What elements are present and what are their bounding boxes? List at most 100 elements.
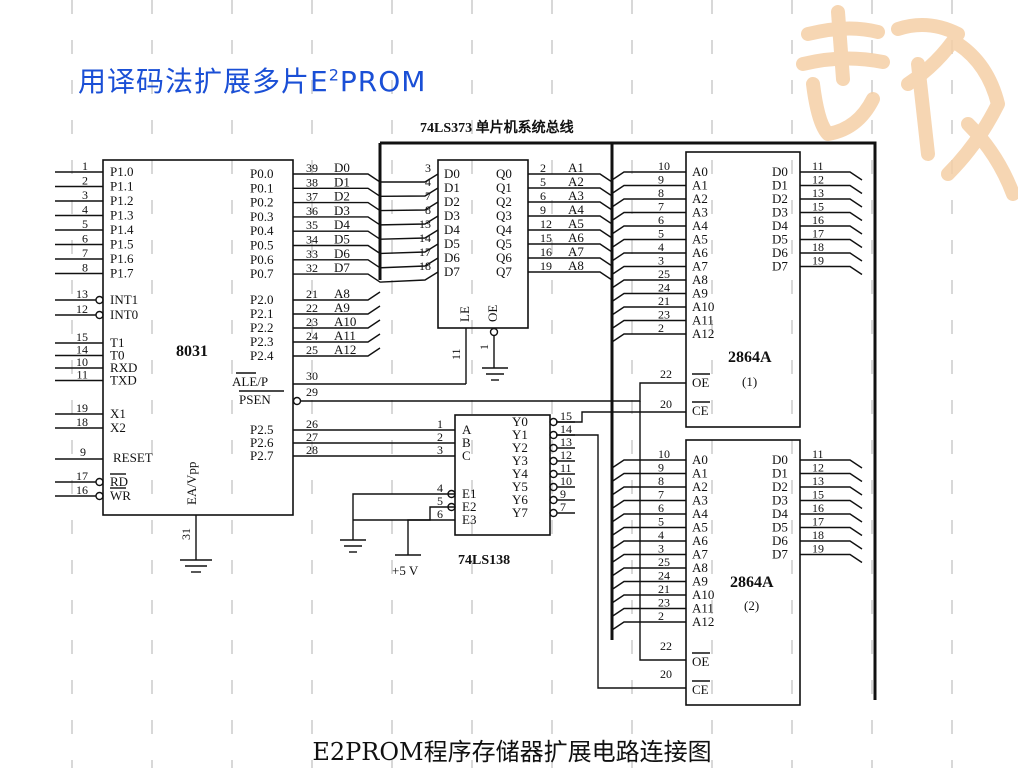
e1-pins-addr-12: A12 (692, 326, 714, 341)
cpu-t-num: 15 (76, 330, 88, 344)
latch-q-addr: A3 (568, 188, 584, 203)
system-bus-line (380, 141, 877, 700)
e2-pins-addr-num: 6 (658, 501, 664, 515)
latch-q-3: Q3 (496, 208, 512, 223)
decoder-y-6: Y6 (512, 492, 528, 507)
cpu-psen-label: PSEN (239, 392, 271, 407)
decoder-y-num: 9 (560, 487, 566, 501)
cpu-pin-P2-7: P2.7 (250, 448, 274, 463)
decoder-en-e3: E3 (462, 512, 476, 527)
cpu-p0-num: 39 (306, 161, 318, 175)
e2-pins-addr-8: A8 (692, 560, 708, 575)
decoder-y-num: 15 (560, 409, 572, 423)
eeprom-1-name: 2864A (728, 349, 772, 366)
eeprom-1-ce-label: CE (692, 403, 709, 418)
e2-pins-addr-num: 4 (658, 528, 664, 542)
e1-pins-data-num: 13 (812, 186, 824, 200)
eeprom-1-oe-label: OE (692, 375, 709, 390)
cpu-p2x-num: 26 (306, 417, 318, 431)
cpu-p0-num: 37 (306, 190, 318, 204)
e2-pins-data-7: D7 (772, 547, 788, 562)
ground-symbol (340, 539, 366, 553)
eeprom-2-name: 2864A (730, 574, 774, 591)
cpu-p0-data: D5 (334, 232, 350, 247)
e2-pins-addr-7: A7 (692, 547, 708, 562)
eeprom-1-index: (1) (742, 374, 757, 389)
cpu-pin-P0-6: P0.6 (250, 252, 274, 267)
e2-pins-addr-1: A1 (692, 466, 708, 481)
e1-pins-addr-num: 7 (658, 200, 664, 214)
latch-q-addr: A4 (568, 202, 584, 217)
cpu-ale-label: ALE/P (232, 374, 268, 389)
calligraphy-decoration (796, 5, 1018, 201)
decoder-y-1: Y1 (512, 427, 528, 442)
e2-pins-addr-9: A9 (692, 574, 708, 589)
cpu-reset-num: 9 (80, 445, 86, 459)
cpu-t-num: 14 (76, 343, 88, 357)
e1-pins-data-5: D5 (772, 232, 788, 247)
cpu-t-num: 10 (76, 355, 88, 369)
cpu-int-num: 13 (76, 287, 88, 301)
e1-pins-addr-num: 25 (658, 267, 670, 281)
e2-pins-addr-num: 9 (658, 461, 664, 475)
latch-d-4: D4 (444, 222, 460, 237)
latch-q-num: 9 (540, 203, 546, 217)
cpu-pin-rd: RD (110, 474, 128, 489)
cpu-pin-P1-4: P1.4 (110, 222, 134, 237)
eeprom-1-ce-num: 20 (660, 397, 672, 411)
eeprom-1-oe-num: 22 (660, 367, 672, 381)
latch-q-num: 6 (540, 189, 546, 203)
e2-pins-data-0: D0 (772, 452, 788, 467)
e2-pins-addr-num: 5 (658, 515, 664, 529)
e2-pins-data-num: 17 (812, 515, 824, 529)
e1-pins-addr-1: A1 (692, 178, 708, 193)
cpu-p0-num: 32 (306, 261, 318, 275)
decoder-in-b: B (462, 435, 471, 450)
cpu-p2-addr: A12 (334, 342, 356, 357)
e1-pins-addr-num: 9 (658, 173, 664, 187)
cpu-pin-num: 6 (82, 232, 88, 246)
cpu-pin-P2-4: P2.4 (250, 348, 274, 363)
e2-pins-data-6: D6 (772, 533, 788, 548)
decoder-en-num: 6 (437, 507, 443, 521)
decoder-in-a: A (462, 422, 472, 437)
latch-q-num: 16 (540, 245, 552, 259)
e1-pins-addr-4: A4 (692, 218, 708, 233)
cpu-pin-P2-6: P2.6 (250, 435, 274, 450)
cpu-pin-x2: X2 (110, 420, 126, 435)
e1-pins-data-num: 16 (812, 213, 824, 227)
decoder-en-e1: E1 (462, 486, 476, 501)
cpu-reset-label: RESET (113, 450, 153, 465)
e2-pins-addr-6: A6 (692, 533, 708, 548)
ground-symbol (180, 559, 212, 573)
cpu-pin-P2-5: P2.5 (250, 422, 273, 437)
e2-pins-data-5: D5 (772, 520, 788, 535)
e2-pins-data-3: D3 (772, 493, 788, 508)
ground-symbol (482, 367, 508, 381)
cpu-psen-num: 29 (306, 385, 318, 399)
cpu-pin-P1-6: P1.6 (110, 251, 134, 266)
latch-q-num: 2 (540, 161, 546, 175)
e2-pins-addr-num: 3 (658, 542, 664, 556)
decoder-name: 74LS138 (458, 553, 510, 568)
e1-pins-data-2: D2 (772, 191, 788, 206)
cpu-p2-addr: A8 (334, 286, 350, 301)
cpu-pin-P0-1: P0.1 (250, 180, 273, 195)
latch-q-addr: A2 (568, 174, 584, 189)
cpu-pin-t0: T0 (110, 348, 124, 363)
cpu-pin-P0-7: P0.7 (250, 266, 274, 281)
decoder-y-num: 7 (560, 500, 566, 514)
cpu-pin-int1: INT1 (110, 292, 138, 307)
e1-pins-addr-5: A5 (692, 232, 708, 247)
e1-pins-addr-num: 2 (658, 321, 664, 335)
e1-pins-data-0: D0 (772, 164, 788, 179)
cpu-p0-data: D2 (334, 189, 350, 204)
e2-pins-data-num: 11 (812, 447, 824, 461)
decoder-en-num: 5 (437, 494, 443, 508)
e1-pins-data-7: D7 (772, 259, 788, 274)
e2-pins-addr-num: 8 (658, 474, 664, 488)
e1-pins-addr-11: A11 (692, 313, 714, 328)
latch-d-num: 14 (419, 231, 431, 245)
latch-le-num: 11 (449, 348, 463, 360)
e2-pins-addr-4: A4 (692, 506, 708, 521)
